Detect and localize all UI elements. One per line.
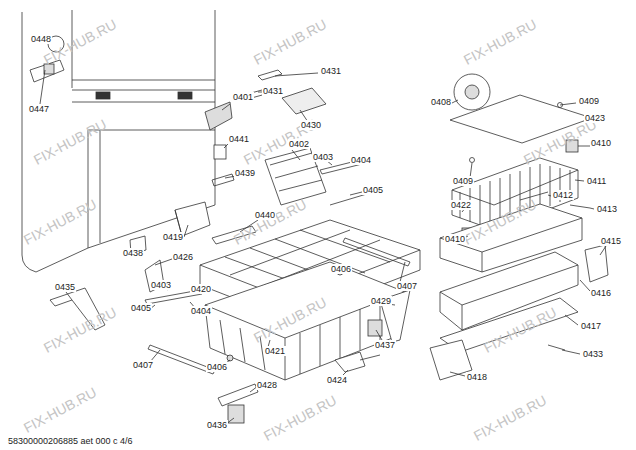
watermark: FIX-HUB.RU bbox=[41, 304, 119, 356]
callout-number: 0421 bbox=[264, 346, 286, 356]
callout-number: 0418 bbox=[466, 372, 488, 382]
callout-number: 0410 bbox=[444, 234, 466, 244]
callout-number: 0433 bbox=[582, 349, 604, 359]
callout-number: 0435 bbox=[54, 282, 76, 292]
callout-number: 0441 bbox=[228, 134, 250, 144]
callout-number: 0420 bbox=[190, 284, 212, 294]
callout-number: 0437 bbox=[374, 340, 396, 350]
callout-number: 0409 bbox=[452, 176, 474, 186]
callout-number: 0413 bbox=[596, 204, 618, 214]
callout-number: 0406 bbox=[330, 264, 352, 274]
callout-number: 0422 bbox=[450, 200, 472, 210]
watermark: FIX-HUB.RU bbox=[21, 384, 99, 436]
callout-number: 0429 bbox=[370, 296, 392, 306]
callout-number: 0431 bbox=[262, 86, 284, 96]
callout-number: 0407 bbox=[132, 360, 154, 370]
watermark: FIX-HUB.RU bbox=[31, 116, 109, 168]
watermark: FIX-HUB.RU bbox=[251, 16, 329, 68]
callout-number: 0430 bbox=[300, 120, 322, 130]
callout-number: 0438 bbox=[122, 248, 144, 258]
callout-number: 0415 bbox=[600, 236, 622, 246]
callout-number: 0409 bbox=[578, 96, 600, 106]
callout-number: 0416 bbox=[590, 288, 612, 298]
callout-number: 0411 bbox=[586, 176, 607, 186]
callout-number: 0440 bbox=[254, 210, 276, 220]
drawing-number: 58300000206885 aet 000 c 4/6 bbox=[8, 436, 133, 446]
callout-number: 0417 bbox=[580, 321, 602, 331]
callout-number: 0431 bbox=[320, 66, 342, 76]
callout-number: 0428 bbox=[256, 380, 278, 390]
callout-number: 0404 bbox=[350, 155, 372, 165]
callout-number: 0405 bbox=[362, 185, 384, 195]
watermark: FIX-HUB.RU bbox=[21, 196, 99, 248]
callout-number: 0404 bbox=[190, 306, 212, 316]
callout-number: 0424 bbox=[326, 375, 348, 385]
callout-number: 0406 bbox=[206, 362, 228, 372]
callout-number: 0401 bbox=[232, 92, 254, 102]
callout-number: 0436 bbox=[206, 420, 228, 430]
callout-number: 0403 bbox=[150, 280, 172, 290]
callout-number: 0410 bbox=[590, 138, 612, 148]
callout-number: 0447 bbox=[28, 104, 50, 114]
callout-number: 0439 bbox=[234, 168, 256, 178]
callout-number: 0448 bbox=[30, 34, 52, 44]
callout-number: 0408 bbox=[430, 97, 452, 107]
callout-number: 0405 bbox=[130, 303, 152, 313]
callout-number: 0412 bbox=[552, 190, 574, 200]
callout-number: 0403 bbox=[312, 152, 334, 162]
callout-number: 0426 bbox=[172, 252, 194, 262]
watermark: FIX-HUB.RU bbox=[471, 392, 549, 444]
callout-number: 0423 bbox=[584, 113, 606, 123]
callout-number: 0419 bbox=[162, 232, 184, 242]
callout-number: 0407 bbox=[396, 281, 418, 291]
watermark: FIX-HUB.RU bbox=[261, 392, 339, 444]
callout-number: 0402 bbox=[288, 139, 310, 149]
watermark: FIX-HUB.RU bbox=[461, 16, 539, 68]
